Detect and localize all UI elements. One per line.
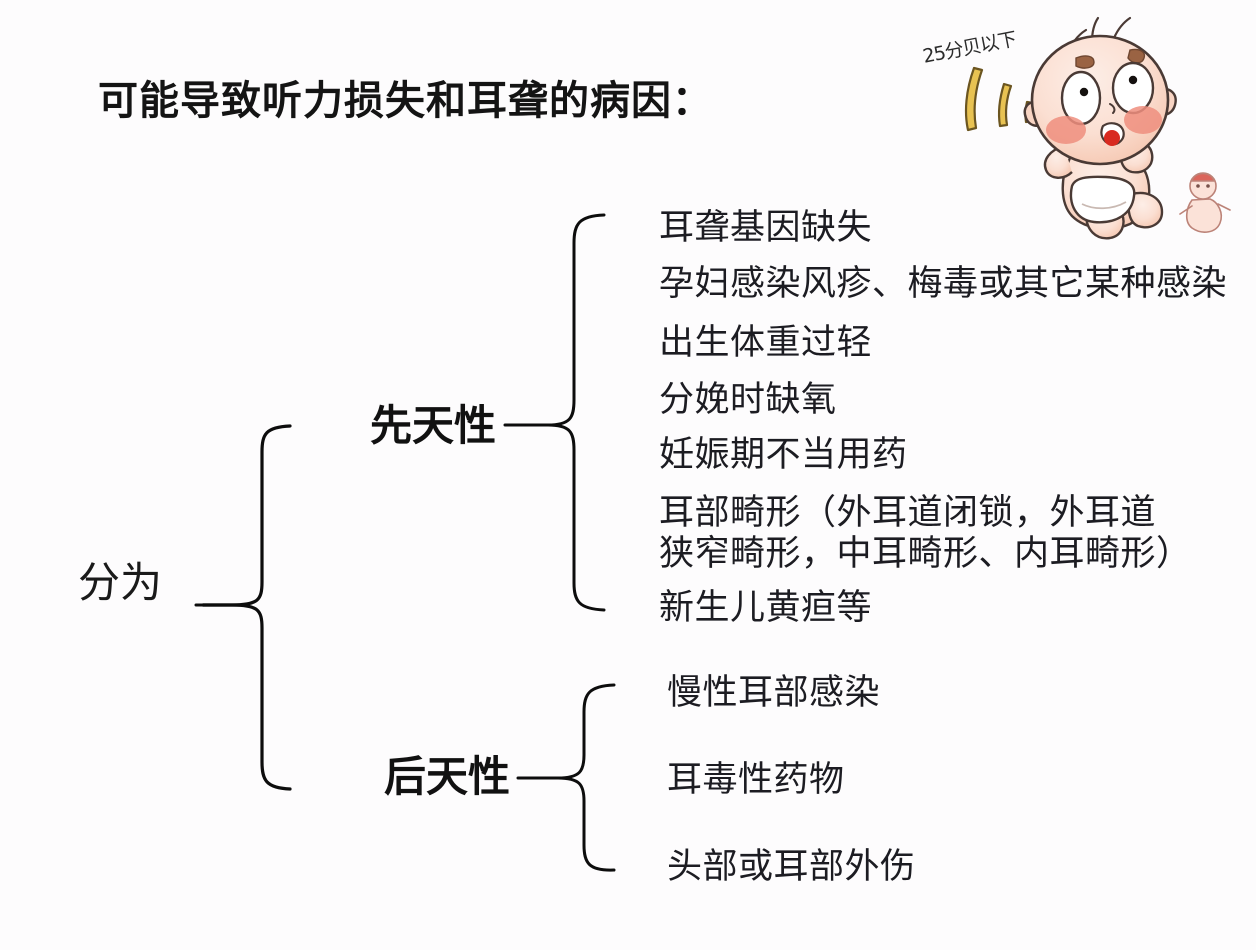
leaf-acquired-3: 头部或耳部外伤 <box>667 847 916 886</box>
congenital-brace <box>513 213 606 612</box>
leaf-acquired-1: 慢性耳部感染 <box>667 673 881 712</box>
node-branch-acquired: 后天性 <box>384 755 511 801</box>
leaf-congenital-4: 分娩时缺氧 <box>659 380 837 419</box>
baby-illustration <box>964 16 1231 240</box>
leaf-congenital-6: 耳部畸形（外耳道闭锁，外耳道狭窄畸形，中耳畸形、内耳畸形） <box>659 493 1192 574</box>
sound-wave-icon <box>964 66 1035 132</box>
baby-body <box>1043 140 1164 240</box>
leaf-congenital-1: 耳聋基因缺失 <box>659 208 873 247</box>
leaf-congenital-3: 出生体重过轻 <box>659 323 873 362</box>
baby-head <box>1023 16 1177 166</box>
baby-logo-icon <box>1179 172 1231 233</box>
leaf-congenital-5: 妊娠期不当用药 <box>659 435 908 474</box>
leaf-acquired-2: 耳毒性药物 <box>667 760 845 799</box>
node-branch-congenital: 先天性 <box>370 404 497 450</box>
node-root: 分为 <box>78 561 163 607</box>
leaf-congenital-2: 孕妇感染风疹、梅毒或其它某种感染 <box>659 264 1228 303</box>
acquired-brace <box>526 683 616 872</box>
page-title: 可能导致听力损失和耳聋的病因： <box>98 78 713 123</box>
root-brace <box>201 424 292 791</box>
leaf-congenital-7: 新生儿黄疸等 <box>659 588 873 627</box>
